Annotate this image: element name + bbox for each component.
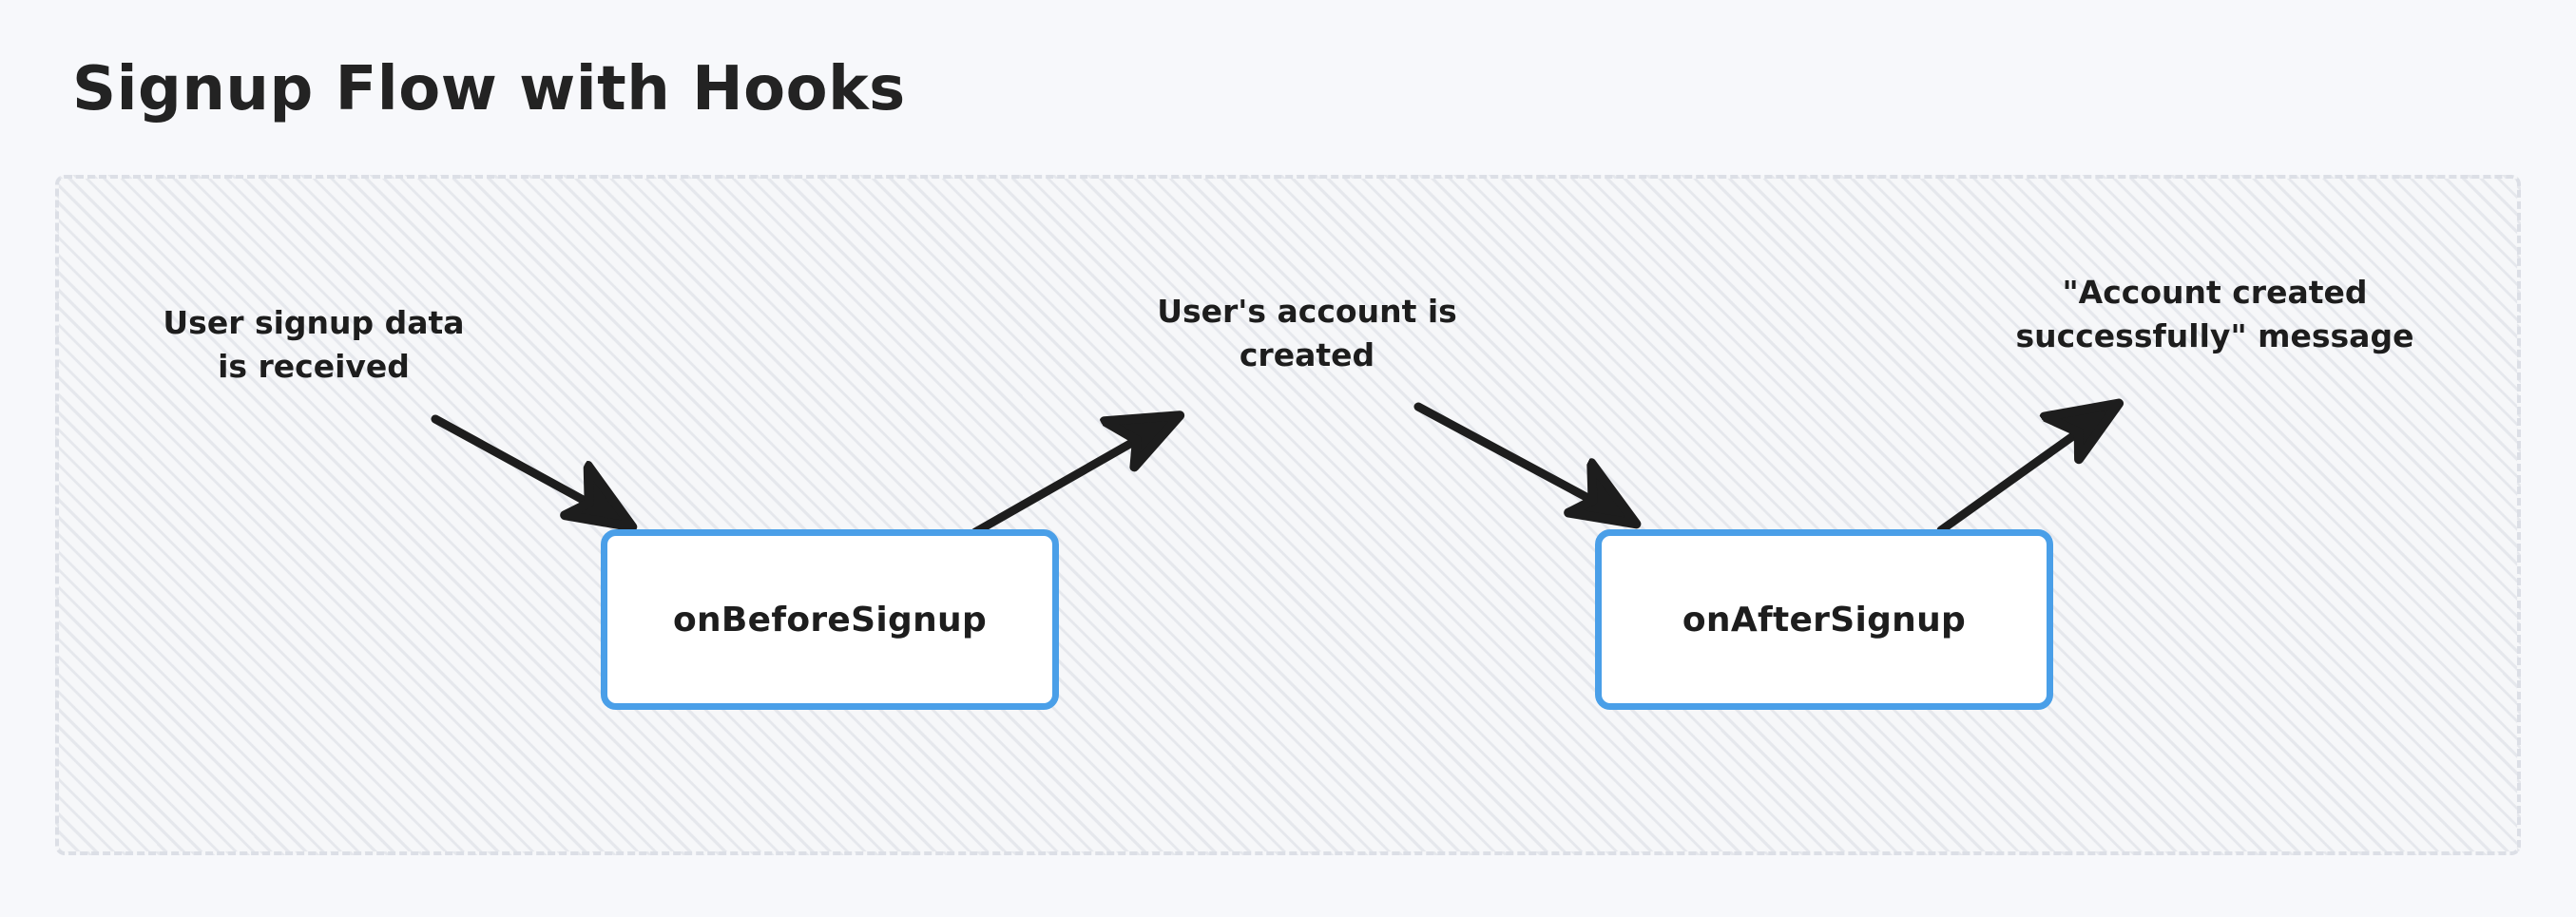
flow-group-container [55, 175, 2521, 855]
node-label: onBeforeSignup [672, 600, 988, 640]
node-on-before-signup[interactable]: onBeforeSignup [601, 529, 1059, 710]
node-label: onAfterSignup [1682, 600, 1967, 640]
node-on-after-signup[interactable]: onAfterSignup [1595, 529, 2053, 710]
edge-label-success-message: "Account created successfully" message [2015, 274, 2414, 354]
edge-label-signup-received: User signup data is received [163, 304, 465, 385]
page-title: Signup Flow with Hooks [72, 54, 906, 124]
edge-label-account-created: User's account is created [1157, 293, 1457, 373]
